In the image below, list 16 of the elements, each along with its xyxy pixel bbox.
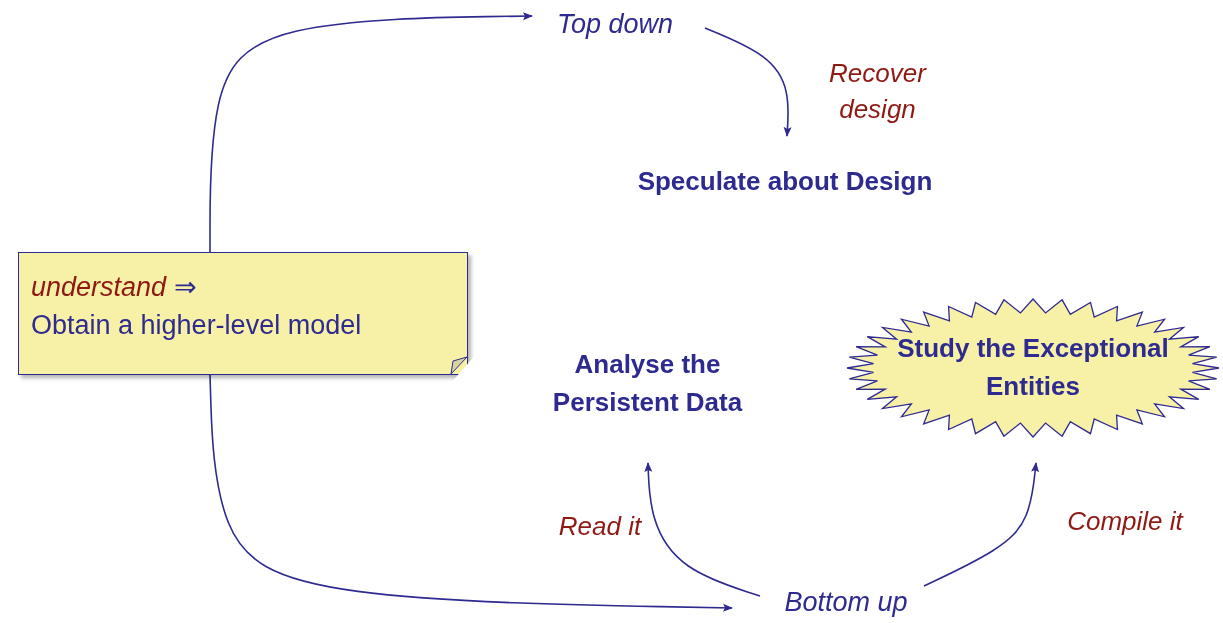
arrow [644, 462, 761, 597]
sticky-note [18, 252, 468, 375]
activity-text: Study the Exceptional Entities [896, 332, 1170, 403]
edge-label: Read it [557, 510, 643, 543]
step-text: Top down [556, 8, 674, 42]
note-heading: understand ⇒ [31, 271, 198, 304]
arrow [704, 27, 792, 137]
arrow [209, 374, 733, 612]
arrow [209, 12, 533, 253]
step-text: Bottom up [784, 586, 908, 620]
edge-label: Compile it [1066, 505, 1185, 538]
activity-text: Analyse the Persistent Data [551, 348, 744, 419]
edge-label: Recover design [828, 57, 928, 127]
note-text: Obtain a higher-level model [31, 308, 363, 342]
activity-text: Speculate about Design [637, 165, 933, 199]
arrow [923, 462, 1040, 587]
